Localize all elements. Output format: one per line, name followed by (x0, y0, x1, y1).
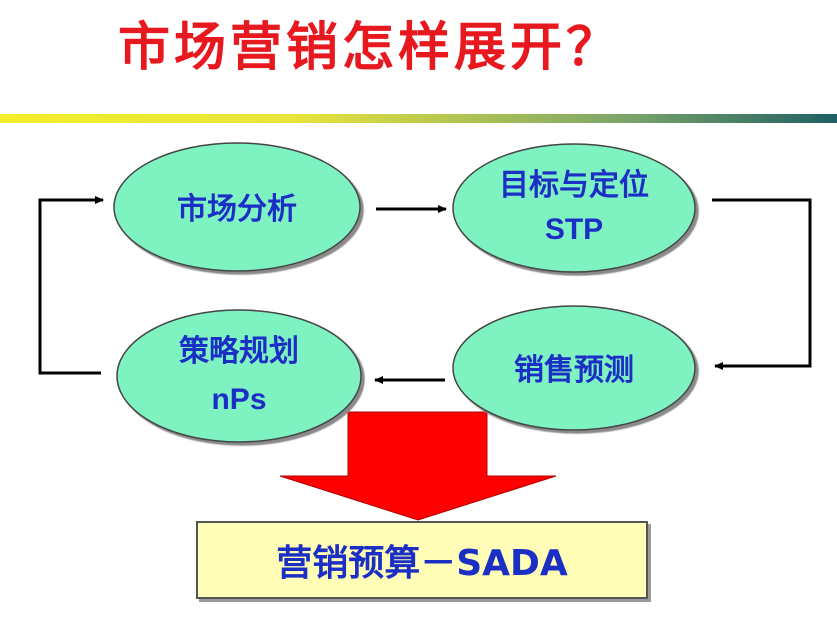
arrow-strategy-to-analysis (38, 196, 104, 375)
title-divider (0, 114, 837, 123)
node-sales-forecast-label: 销售预测 (514, 353, 634, 388)
node-strategy-planning: 策略规划 nPs (116, 309, 362, 443)
node-sales-forecast: 销售预测 (452, 305, 696, 431)
marketing-budget-box: 营销预算－SADA (196, 521, 648, 599)
node-strategy-planning-label: 策略规划 (179, 334, 299, 369)
node-market-analysis: 市场分析 (113, 142, 361, 272)
page-title: 市场营销怎样展开？ (118, 18, 623, 78)
marketing-budget-label: 营销预算－SADA (276, 543, 568, 584)
node-market-analysis-label: 市场分析 (177, 192, 297, 227)
node-target-positioning: 目标与定位 STP (452, 143, 696, 273)
node-target-positioning-sublabel: STP (545, 213, 603, 246)
big-down-arrow (279, 411, 557, 521)
node-strategy-planning-sublabel: nPs (211, 383, 266, 416)
node-target-positioning-label: 目标与定位 (499, 168, 649, 203)
arrow-stp-to-forecast (712, 198, 812, 370)
